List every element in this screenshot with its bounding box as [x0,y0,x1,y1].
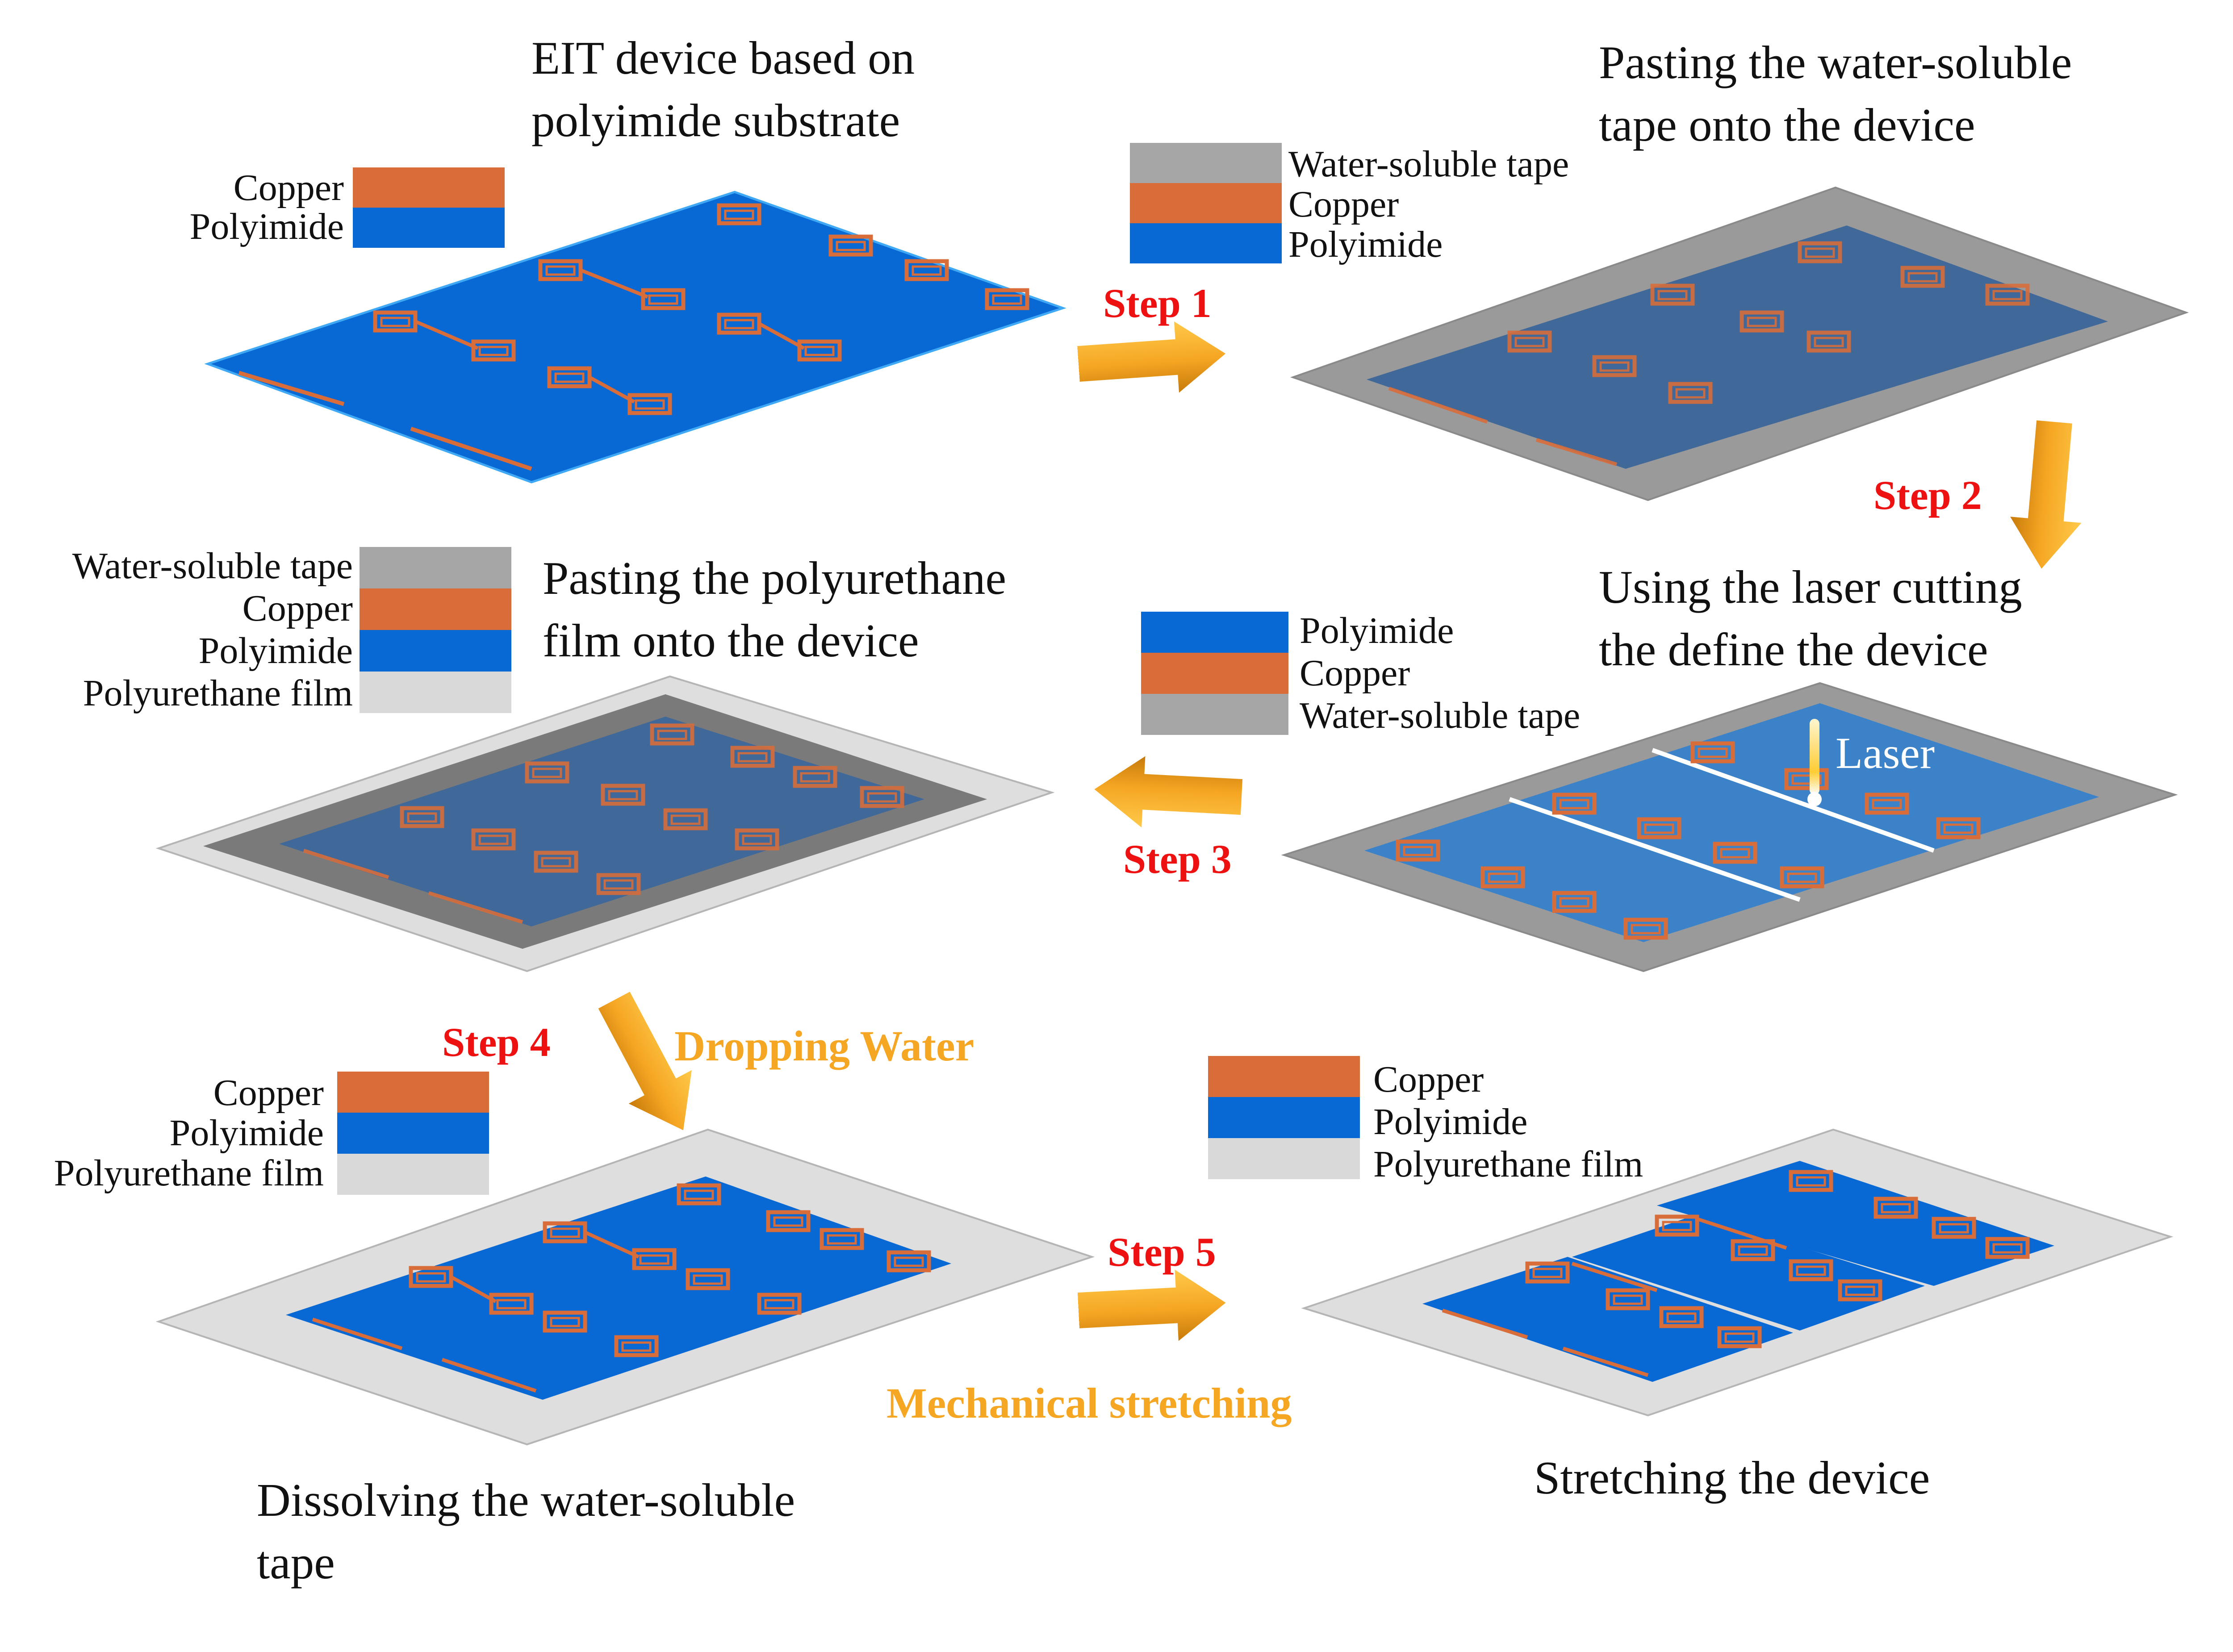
legend-label: Copper [213,1072,324,1114]
legend-label: Copper [1373,1059,1484,1100]
panel-dissolving-tape: Dissolving the water-soluble tape Copper… [54,1072,1095,1589]
legend-swatch-polyimide [1208,1097,1360,1138]
stretched-device-strips [1422,1161,2054,1382]
legend-swatch-polyimide [1141,612,1288,653]
panel-title-line: Using the laser cutting [1599,561,2022,613]
panel-title-line: Pasting the polyurethane [543,552,1006,604]
panel-laser-cutting: Using the laser cutting the define the d… [1141,561,2178,972]
panel-title-line: Dissolving the water-soluble [257,1474,795,1526]
step-label: Step 5 [1108,1229,1216,1275]
mechanical-stretching-label: Mechanical stretching [887,1379,1292,1427]
legend-swatch-polyimide [337,1113,489,1154]
electrode-pattern [1442,1172,2028,1377]
device-cut-pattern [1364,703,2099,942]
legend-label: Polyurethane film [1373,1143,1643,1185]
dropping-water-label: Dropping Water [674,1022,974,1070]
legend-label: Polyimide [199,630,353,672]
panel-title-line: film onto the device [543,614,919,667]
device-polyimide-plate [286,1176,951,1400]
legend-panel-1: Copper Polyimide [190,167,505,248]
legend-swatch-copper [337,1072,489,1113]
electrode-pattern [375,205,1027,413]
legend-swatch-polyurethane [360,672,511,713]
step-label: Step 2 [1873,472,1982,518]
legend-label: Copper [243,588,353,629]
device-covered-by-tape [279,717,924,926]
step-label: Step 1 [1103,280,1212,326]
step-label: Step 3 [1123,836,1232,882]
legend-label: Polyurethane film [54,1152,324,1194]
step-4: Step 4 Dropping Water [442,983,974,1147]
legend-swatch-polyimide [1130,223,1282,263]
arrow-left-icon [1092,753,1244,833]
electrode-pattern [303,726,902,924]
legend-swatch-copper [1130,183,1282,223]
laser-cut-lines [1509,748,1935,902]
legend-swatch-polyimide [353,208,505,248]
legend-swatch-copper [1141,653,1288,694]
legend-swatch-copper [360,588,511,630]
legend-swatch-tape [1141,694,1288,735]
laser-beam [1807,719,1822,806]
legend-swatch-polyurethane [337,1154,489,1195]
step-1: Step 1 [1076,280,1228,400]
panel-title-line: the define the device [1599,623,1988,676]
legend-label: Polyimide [170,1112,324,1154]
legend-label: Polyimide [1373,1101,1527,1143]
step-5: Step 5 Mechanical stretching [887,1229,1292,1427]
panel-title-line: Pasting the water-soluble [1599,36,2072,88]
legend-panel-2: Water-soluble tape Copper Polyimide [1130,143,1569,265]
device-polyimide-plate [204,191,1066,484]
legend-label: Water-soluble tape [1300,695,1580,736]
panel-title-line: tape onto the device [1599,99,1975,151]
legend-swatch-copper [1208,1056,1360,1097]
step-2: Step 2 [1873,419,2090,572]
legend-swatch-polyurethane [1208,1138,1360,1179]
legend-panel-3: Water-soluble tape Copper Polyimide Poly… [72,545,511,714]
legend-label: Polyimide [1300,610,1454,651]
panel-water-soluble-tape: Pasting the water-soluble tape onto the … [1130,36,2189,501]
legend-label: Polyimide [190,206,344,247]
legend-panel-5: Copper Polyimide Polyurethane film [54,1072,489,1195]
panel-eit-device: EIT device based on polyimide substrate … [190,32,1066,484]
panel-title-line: Stretching the device [1534,1452,1930,1504]
legend-label: Water-soluble tape [72,545,353,587]
panel-polyurethane-film: Pasting the polyurethane film onto the d… [72,545,1055,972]
legend-label: Copper [1288,184,1399,225]
legend-swatch-copper [353,167,505,208]
arrow-down-icon [2006,419,2090,572]
legend-swatch-polyimide [360,630,511,672]
legend-swatch-tape [360,547,511,588]
step-3: Step 3 [1092,753,1244,882]
arrow-right-icon [1076,318,1228,400]
legend-panel-4: Polyimide Copper Water-soluble tape [1141,610,1580,736]
legend-label: Polyimide [1288,224,1443,265]
laser-label: Laser [1836,728,1935,778]
electrode-pattern [312,1185,929,1393]
legend-label: Water-soluble tape [1288,143,1569,185]
panel-stretching: Stretching the device Copper Polyimide P… [1208,1056,2174,1504]
legend-swatch-tape [1130,143,1282,183]
arrow-right-icon [1076,1267,1228,1346]
panel-title-line: tape [257,1536,335,1589]
panel-title-line: EIT device based on [531,32,915,84]
legend-panel-6: Copper Polyimide Polyurethane film [1208,1056,1643,1185]
legend-label: Polyurethane film [83,672,353,714]
step-label: Step 4 [442,1019,551,1065]
legend-label: Copper [1300,652,1410,694]
electrode-pattern [1388,243,2028,466]
panel-title-line: polyimide substrate [531,94,900,146]
legend-label: Copper [234,167,344,209]
